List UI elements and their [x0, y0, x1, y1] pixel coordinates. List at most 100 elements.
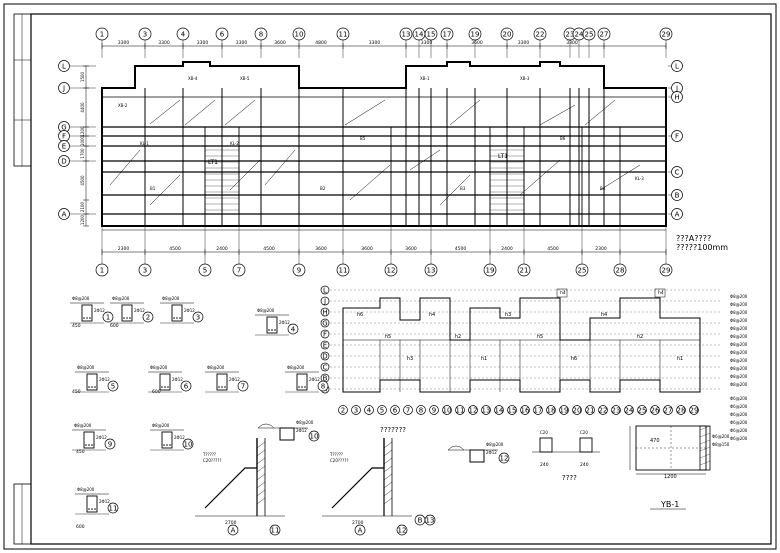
- plan-tag: XB-5: [240, 76, 250, 81]
- left-dim-text: 1200: [80, 126, 85, 137]
- plan-note-1: ???A????: [676, 234, 711, 243]
- eave-note: C20?????: [203, 458, 222, 463]
- rebar-dot: [91, 508, 93, 510]
- top-dim-text: 3300: [369, 40, 381, 46]
- detail-rebar-note: Φ8@200: [287, 365, 305, 370]
- wall-hatch: [383, 497, 393, 505]
- wall-hatch: [256, 457, 266, 465]
- axis-right-B: [671, 189, 683, 201]
- bottom-dim-text: 4500: [263, 246, 275, 252]
- wall-panel-label: h3: [407, 356, 413, 362]
- plan-tag: B4: [600, 186, 606, 191]
- elev-rebar-note: Φ8@200: [730, 326, 748, 331]
- top-dim-text: 3300: [421, 40, 433, 46]
- top-dim-text: 3300: [518, 40, 530, 46]
- rebar-dot: [94, 508, 96, 510]
- elev-axis-bottom-4-label: 4: [367, 407, 372, 415]
- elev-axis-bottom-14: [494, 405, 504, 415]
- rebar-dot: [166, 444, 168, 446]
- detail-number-8: [317, 380, 329, 392]
- elev-axis-bottom-6: [390, 405, 400, 415]
- slab-span-line: [264, 149, 296, 186]
- elev-axis-bottom-7-label: 7: [406, 407, 410, 415]
- rebar-dot: [91, 386, 93, 388]
- top-dim-text: 3300: [236, 40, 248, 46]
- rebar-dot: [89, 317, 91, 319]
- elev-box: [654, 288, 666, 298]
- plan-tag: B3: [460, 186, 466, 191]
- section-details: Φ8@2002Φ121Φ8@2002Φ122Φ8@2002Φ123Φ8@2002…: [70, 296, 600, 536]
- rebar-dot: [161, 386, 163, 388]
- detail-dim-text: 450: [72, 389, 81, 395]
- elev-axis-D: [320, 351, 330, 361]
- axis-bottom-12-label: 12: [387, 267, 396, 275]
- rebar-dot: [173, 317, 175, 319]
- elev-axis-bottom-8-label: 8: [419, 407, 423, 415]
- axis-top-4-label: 4: [181, 31, 186, 39]
- elev-rebar-note: Φ6@200: [730, 412, 748, 417]
- slab-span-line: [184, 99, 216, 126]
- elev-axis-bottom-17: [533, 405, 543, 415]
- detail-rebar-note: Φ8@200: [112, 296, 130, 301]
- eave-axis-B-label: B: [418, 517, 423, 525]
- detail-number-10-label: 10: [184, 441, 193, 449]
- plan-tag: XB-3: [520, 76, 530, 81]
- axis-top-20-label: 20: [503, 31, 512, 39]
- rebar-dot: [298, 386, 300, 388]
- detail-beam-section: [296, 373, 308, 391]
- rebar-dot: [164, 386, 166, 388]
- elev-axis-bottom-19: [559, 405, 569, 415]
- detail-rebar-note: 2Φ12: [99, 499, 110, 504]
- plan-tag: XB-4: [188, 76, 198, 81]
- elev-axis-bottom-16: [520, 405, 530, 415]
- rebar-dot: [94, 386, 96, 388]
- rebar-dot: [274, 329, 276, 331]
- eave-profile: [204, 438, 258, 509]
- axis-right-J-label: J: [675, 85, 678, 93]
- wall-panel-label: h1: [481, 356, 487, 362]
- elev-axis-bottom-17-label: 17: [534, 407, 543, 415]
- elev-rebar-note: Φ6@200: [730, 428, 748, 433]
- left-dim-text: 4500: [80, 175, 85, 186]
- beam-number-10: [308, 430, 320, 442]
- elev-axis-bottom-12: [468, 405, 478, 415]
- plan-tag: B1: [150, 186, 156, 191]
- detail-rebar-note: Φ8@200: [162, 296, 180, 301]
- axis-bottom-9-label: 9: [297, 267, 301, 275]
- top-dim-text: 3300: [158, 40, 170, 46]
- detail-rebar-note: Φ8@200: [74, 423, 92, 428]
- elev-axis-E-label: E: [323, 342, 327, 350]
- detail-number-6: [180, 380, 192, 392]
- rebar-dot: [268, 329, 270, 331]
- elev-axis-bottom-24: [624, 405, 634, 415]
- plan-tag: KL-3: [635, 176, 644, 181]
- detail-rebar-note: Φ8@200: [257, 308, 275, 313]
- detail-beam-section: [86, 495, 98, 513]
- axis-top-3-label: 3: [143, 31, 147, 39]
- yb-hatch: [699, 432, 711, 438]
- elev-axis-G: [320, 318, 330, 328]
- axis-right-F: [671, 130, 683, 142]
- wall-panel-label: h6: [571, 356, 577, 362]
- rebar-dot: [169, 444, 171, 446]
- rebar-dot: [85, 444, 87, 446]
- detail-number-2: [142, 311, 154, 323]
- detail-rebar-note: Φ8@200: [77, 365, 95, 370]
- eave-axis-A-label: A: [358, 527, 363, 535]
- elev-axis-bottom-15-label: 15: [508, 407, 517, 415]
- axis-bottom-25-label: 25: [578, 267, 587, 275]
- plan-tag: B5: [360, 136, 366, 141]
- detail-number-4: [287, 323, 299, 335]
- wall-elevation: LJHGFEDCBA234567891011121314151617181920…: [320, 285, 748, 441]
- beam-number-12: [498, 452, 510, 464]
- elev-axis-bottom-18-label: 18: [547, 407, 556, 415]
- elev-axis-bottom-2: [338, 405, 348, 415]
- axis-top-23-label: 23: [566, 31, 575, 39]
- detail-number-3-label: 3: [196, 314, 200, 322]
- axis-left-E-label: E: [62, 143, 66, 151]
- elev-axis-H-label: H: [322, 309, 327, 317]
- bottom-dim-text: 2300: [118, 246, 130, 252]
- detail-number-6-label: 6: [184, 383, 189, 391]
